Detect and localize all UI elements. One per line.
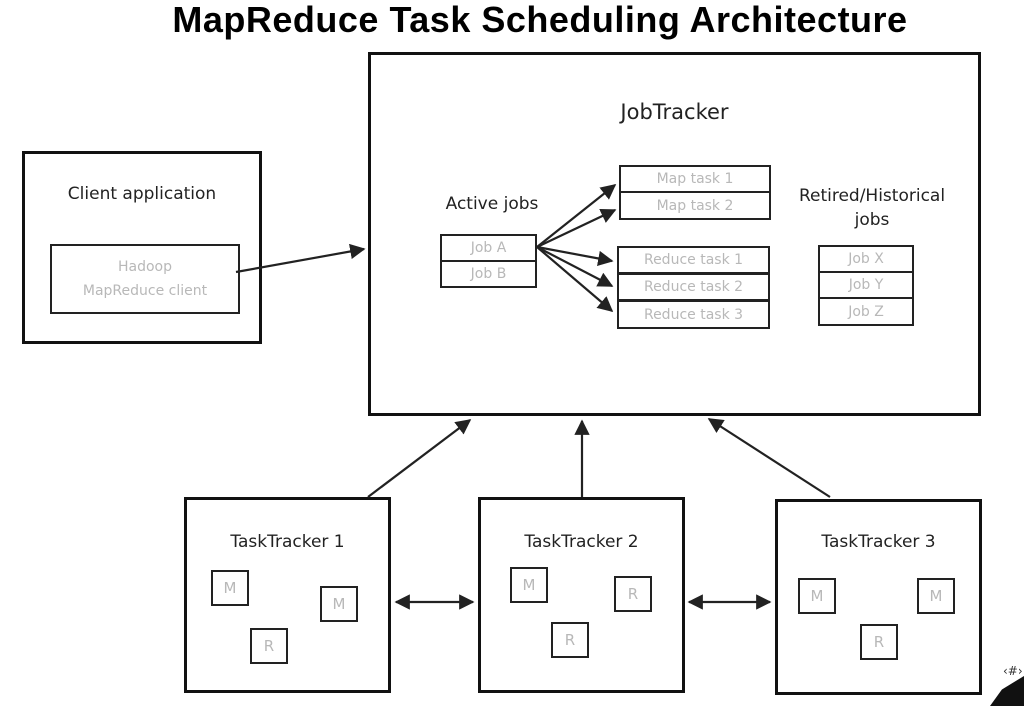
reduce-task-3-cell: Reduce task 3 bbox=[617, 300, 770, 329]
arrow-jobs-to-map-task-2 bbox=[536, 208, 617, 248]
mapreduce-client-box: Hadoop MapReduce client bbox=[50, 244, 240, 314]
job-y-cell: Job Y bbox=[818, 271, 914, 299]
client-application-box: Client application Hadoop MapReduce clie… bbox=[22, 151, 262, 344]
arrow-client-to-jobtracker bbox=[235, 243, 366, 274]
retired-jobs-label: Retired/Historical jobs bbox=[798, 186, 946, 230]
arrow-jobs-to-reduce-task-1 bbox=[536, 245, 614, 267]
tasktracker-3-label: TaskTracker 3 bbox=[821, 532, 936, 552]
tasktracker-2-slot-2: R bbox=[614, 576, 652, 612]
map-task-2-cell: Map task 2 bbox=[619, 191, 771, 220]
tasktracker-1-label: TaskTracker 1 bbox=[230, 532, 345, 552]
job-a-cell: Job A bbox=[440, 234, 537, 262]
arrow-jobs-to-reduce-task-3 bbox=[536, 246, 614, 312]
tasktracker-3-slot-3: R bbox=[860, 624, 898, 660]
tasktracker-1-slot-3: R bbox=[250, 628, 288, 664]
tasktracker-1-box: TaskTracker 1 M M R bbox=[184, 497, 391, 693]
tasktracker-3-box: TaskTracker 3 M M R bbox=[775, 499, 982, 695]
tasktracker-2-slot-1: M bbox=[510, 567, 548, 603]
arrow-tasktracker-3-to-jobtracker bbox=[707, 418, 831, 498]
reduce-task-1-cell: Reduce task 1 bbox=[617, 246, 770, 274]
tasktracker-3-slot-1: M bbox=[798, 578, 836, 614]
job-x-cell: Job X bbox=[818, 245, 914, 273]
active-jobs-label: Active jobs bbox=[445, 194, 539, 214]
arrow-jobs-to-map-task-1 bbox=[536, 184, 617, 248]
tasktracker-1-slot-2: M bbox=[320, 586, 358, 622]
tasktracker-2-slot-3: R bbox=[551, 622, 589, 658]
diagram-title: MapReduce Task Scheduling Architecture bbox=[172, 0, 908, 40]
slide-number-mark: ‹#› bbox=[1003, 664, 1023, 678]
tasktracker-2-label: TaskTracker 2 bbox=[524, 532, 639, 552]
tasktracker-2-box: TaskTracker 2 M R R bbox=[478, 497, 685, 693]
arrow-tasktracker-1-to-jobtracker bbox=[367, 419, 472, 498]
job-z-cell: Job Z bbox=[818, 297, 914, 326]
client-application-label: Client application bbox=[67, 184, 217, 204]
job-b-cell: Job B bbox=[440, 260, 537, 288]
map-task-1-cell: Map task 1 bbox=[619, 165, 771, 193]
jobtracker-label: JobTracker bbox=[620, 100, 729, 124]
tasktracker-3-slot-2: M bbox=[917, 578, 955, 614]
tasktracker-1-slot-1: M bbox=[211, 570, 249, 606]
arrow-jobs-to-reduce-task-2 bbox=[536, 246, 614, 287]
